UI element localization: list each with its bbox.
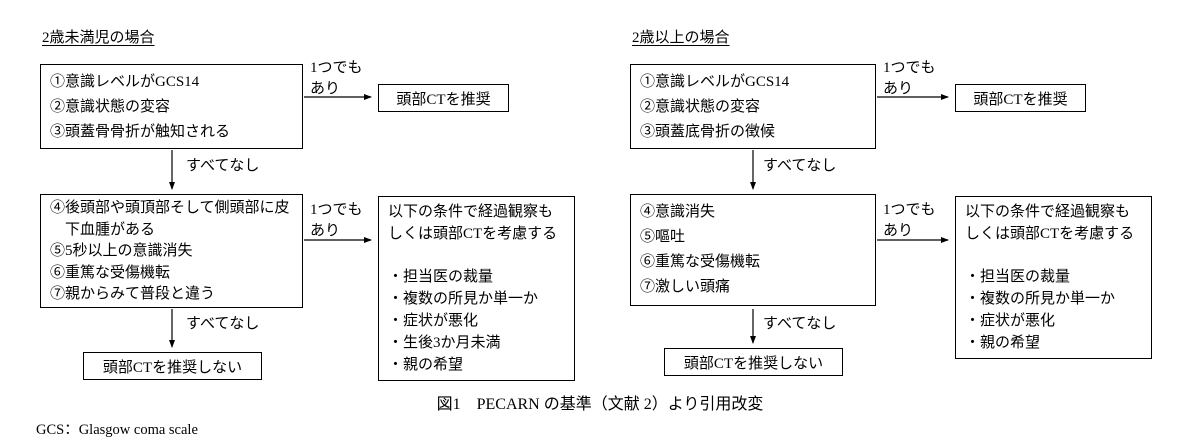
criteria-line: ⑤嘔吐	[640, 229, 686, 245]
left-recommend-ct-box: 頭部CTを推奨	[378, 84, 509, 112]
right-criteria-box2: ④意識消失 ⑤嘔吐 ⑥重篤な受傷機転 ⑦激しい頭痛	[630, 194, 876, 306]
criteria-line: ④後頭部や頭頂部そして側頭部に皮下血腫がある	[50, 200, 290, 238]
left-section-title: 2歳未満児の場合	[42, 30, 155, 46]
left-none-label-top: すべてなし	[186, 156, 259, 177]
recommend-ct-label: 頭部CTを推奨	[396, 91, 491, 108]
left-criteria-box2: ④後頭部や頭頂部そして側頭部に皮下血腫がある ⑤5秒以上の意識消失 ⑥重篤な受傷…	[40, 194, 303, 308]
criteria-line: ④意識消失	[640, 204, 716, 220]
any-label-line2: あり	[883, 223, 914, 239]
right-any-label-bottom: 1つでも あり	[883, 200, 936, 242]
none-label: すべてなし	[186, 316, 260, 332]
any-label-line1: 1つでも	[883, 202, 936, 218]
any-label-line1: 1つでも	[310, 202, 363, 218]
consider-item: ・複数の所見か単一か	[965, 291, 1116, 307]
any-label-line1: 1つでも	[310, 60, 363, 76]
consider-item: ・症状が悪化	[388, 313, 479, 329]
criteria-line: ②意識状態の変容	[640, 99, 761, 115]
left-not-recommend-box: 頭部CTを推奨しない	[83, 352, 262, 380]
criteria-line: ⑦激しい頭痛	[640, 279, 731, 295]
consider-header: 以下の条件で経過観察もしくは頭部CTを考慮する	[388, 204, 558, 242]
consider-item: ・親の希望	[965, 335, 1041, 351]
left-criteria-box1: ①意識レベルがGCS14 ②意識状態の変容 ③頭蓋骨骨折が触知される	[40, 64, 303, 149]
criteria-line: ②意識状態の変容	[50, 99, 171, 115]
right-criteria-box1: ①意識レベルがGCS14 ②意識状態の変容 ③頭蓋底骨折の徴候	[630, 64, 876, 149]
right-any-label-top: 1つでも あり	[883, 58, 936, 100]
criteria-line: ③頭蓋骨骨折が触知される	[50, 124, 231, 140]
right-none-label-top: すべてなし	[763, 156, 836, 177]
recommend-ct-label: 頭部CTを推奨	[973, 91, 1068, 108]
consider-header: 以下の条件で経過観察もしくは頭部CTを考慮する	[965, 204, 1135, 242]
any-label-line2: あり	[883, 81, 914, 97]
left-any-label-bottom: 1つでも あり	[310, 200, 363, 242]
left-none-label-bottom: すべてなし	[186, 314, 259, 335]
none-label: すべてなし	[763, 158, 837, 174]
criteria-line: ⑤5秒以上の意識消失	[50, 243, 193, 259]
left-consider-box: 以下の条件で経過観察もしくは頭部CTを考慮する ・担当医の裁量 ・複数の所見か単…	[378, 196, 575, 381]
none-label: すべてなし	[186, 158, 260, 174]
criteria-line: ①意識レベルがGCS14	[50, 74, 200, 90]
criteria-line: ⑥重篤な受傷機転	[640, 254, 761, 270]
right-not-recommend-box: 頭部CTを推奨しない	[664, 348, 843, 376]
any-label-line2: あり	[310, 223, 341, 239]
right-recommend-ct-box: 頭部CTを推奨	[955, 84, 1086, 112]
consider-item: ・担当医の裁量	[965, 269, 1071, 285]
not-recommend-label: 頭部CTを推奨しない	[683, 355, 824, 372]
consider-item: ・担当医の裁量	[388, 269, 494, 285]
criteria-line: ③頭蓋底骨折の徴候	[640, 124, 776, 140]
any-label-line1: 1つでも	[883, 60, 936, 76]
left-any-label-top: 1つでも あり	[310, 58, 363, 100]
not-recommend-label: 頭部CTを推奨しない	[102, 359, 243, 376]
any-label-line2: あり	[310, 81, 341, 97]
criteria-line: ①意識レベルがGCS14	[640, 74, 790, 90]
right-section-title: 2歳以上の場合	[632, 30, 730, 46]
none-label: すべてなし	[763, 316, 837, 332]
consider-item: ・症状が悪化	[965, 313, 1056, 329]
gcs-footnote: GCS：Glasgow coma scale	[36, 422, 198, 438]
criteria-line: ⑥重篤な受傷機転	[50, 264, 171, 281]
right-consider-box: 以下の条件で経過観察もしくは頭部CTを考慮する ・担当医の裁量 ・複数の所見か単…	[955, 196, 1152, 359]
consider-item: ・生後3か月未満	[388, 335, 501, 351]
consider-item: ・複数の所見か単一か	[388, 291, 539, 307]
right-none-label-bottom: すべてなし	[763, 314, 836, 335]
figure-caption: 図1 PECARN の基準（文献 2）より引用改変	[436, 396, 764, 413]
consider-item: ・親の希望	[388, 357, 464, 373]
criteria-line: ⑦親からみて普段と違う	[50, 286, 216, 302]
